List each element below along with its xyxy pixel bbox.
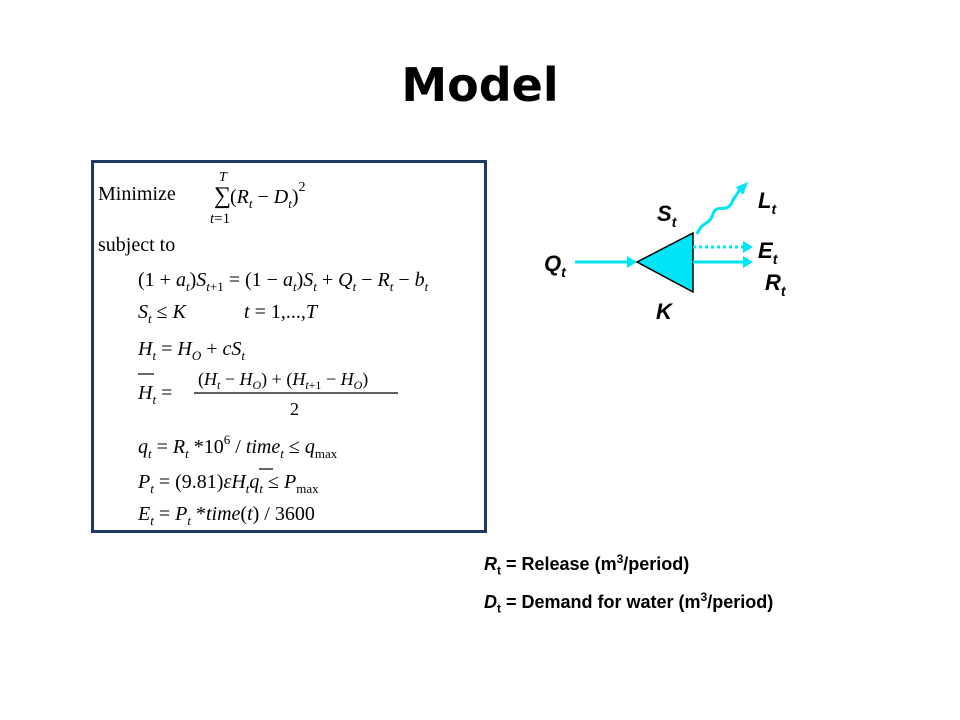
power-equation: Pt = (9.81)εHtqt ≤ Pmax (137, 471, 319, 496)
legend-release: Rt = Release (m3/period) (484, 552, 690, 578)
energy-equation: Et = Pt *time(t) / 3600 (137, 503, 315, 528)
sum-upper-limit: T (219, 170, 228, 185)
legend-demand: Dt = Demand for water (m3/period) (484, 589, 774, 616)
release-label: Rt (765, 270, 787, 299)
head-equation: Ht = HO + cSt (137, 338, 245, 363)
average-head-denominator: 2 (290, 399, 299, 419)
variable-legend: Rt = Release (m3/period) Dt = Demand for… (484, 546, 773, 621)
energy-label: Et (758, 238, 779, 267)
equation-set: Minimize T ∑ (Rt − Dt)2 t=1 subject to (… (98, 170, 429, 528)
capacity-constraint: St ≤ K (138, 301, 188, 326)
energy-arrowhead (743, 241, 753, 253)
sum-symbol: ∑ (214, 183, 231, 209)
inflow-arrowhead (627, 256, 637, 268)
reservoir-triangle (635, 231, 694, 294)
inflow-label: Qt (544, 251, 567, 280)
average-head-numerator: (Ht − HO) + (Ht+1 − HO) (198, 369, 368, 392)
time-range: t = 1,...,T (244, 301, 319, 323)
equation-box: Minimize T ∑ (Rt − Dt)2 t=1 subject to (… (91, 160, 487, 533)
subject-to-label: subject to (98, 234, 175, 256)
sum-lower-limit: t=1 (210, 211, 230, 227)
minimize-label: Minimize (98, 183, 176, 205)
storage-label: St (657, 201, 678, 230)
loss-arrow (695, 187, 743, 235)
reservoir-diagram: St Qt Lt Et Rt K (544, 182, 787, 324)
flow-equation: qt = Rt *106 / timet ≤ qmax (138, 432, 338, 461)
slide-title: Model (401, 58, 559, 112)
mass-balance-equation: (1 + at)St+1 = (1 − at)St + Qt − Rt − bt (138, 269, 429, 294)
objective-body: (Rt − Dt)2 (230, 180, 306, 211)
release-arrowhead (743, 256, 753, 268)
average-head-lhs: Ht = (137, 382, 172, 407)
loss-arrowhead (736, 182, 748, 195)
loss-label: Lt (758, 188, 777, 217)
capacity-label: K (656, 299, 674, 324)
